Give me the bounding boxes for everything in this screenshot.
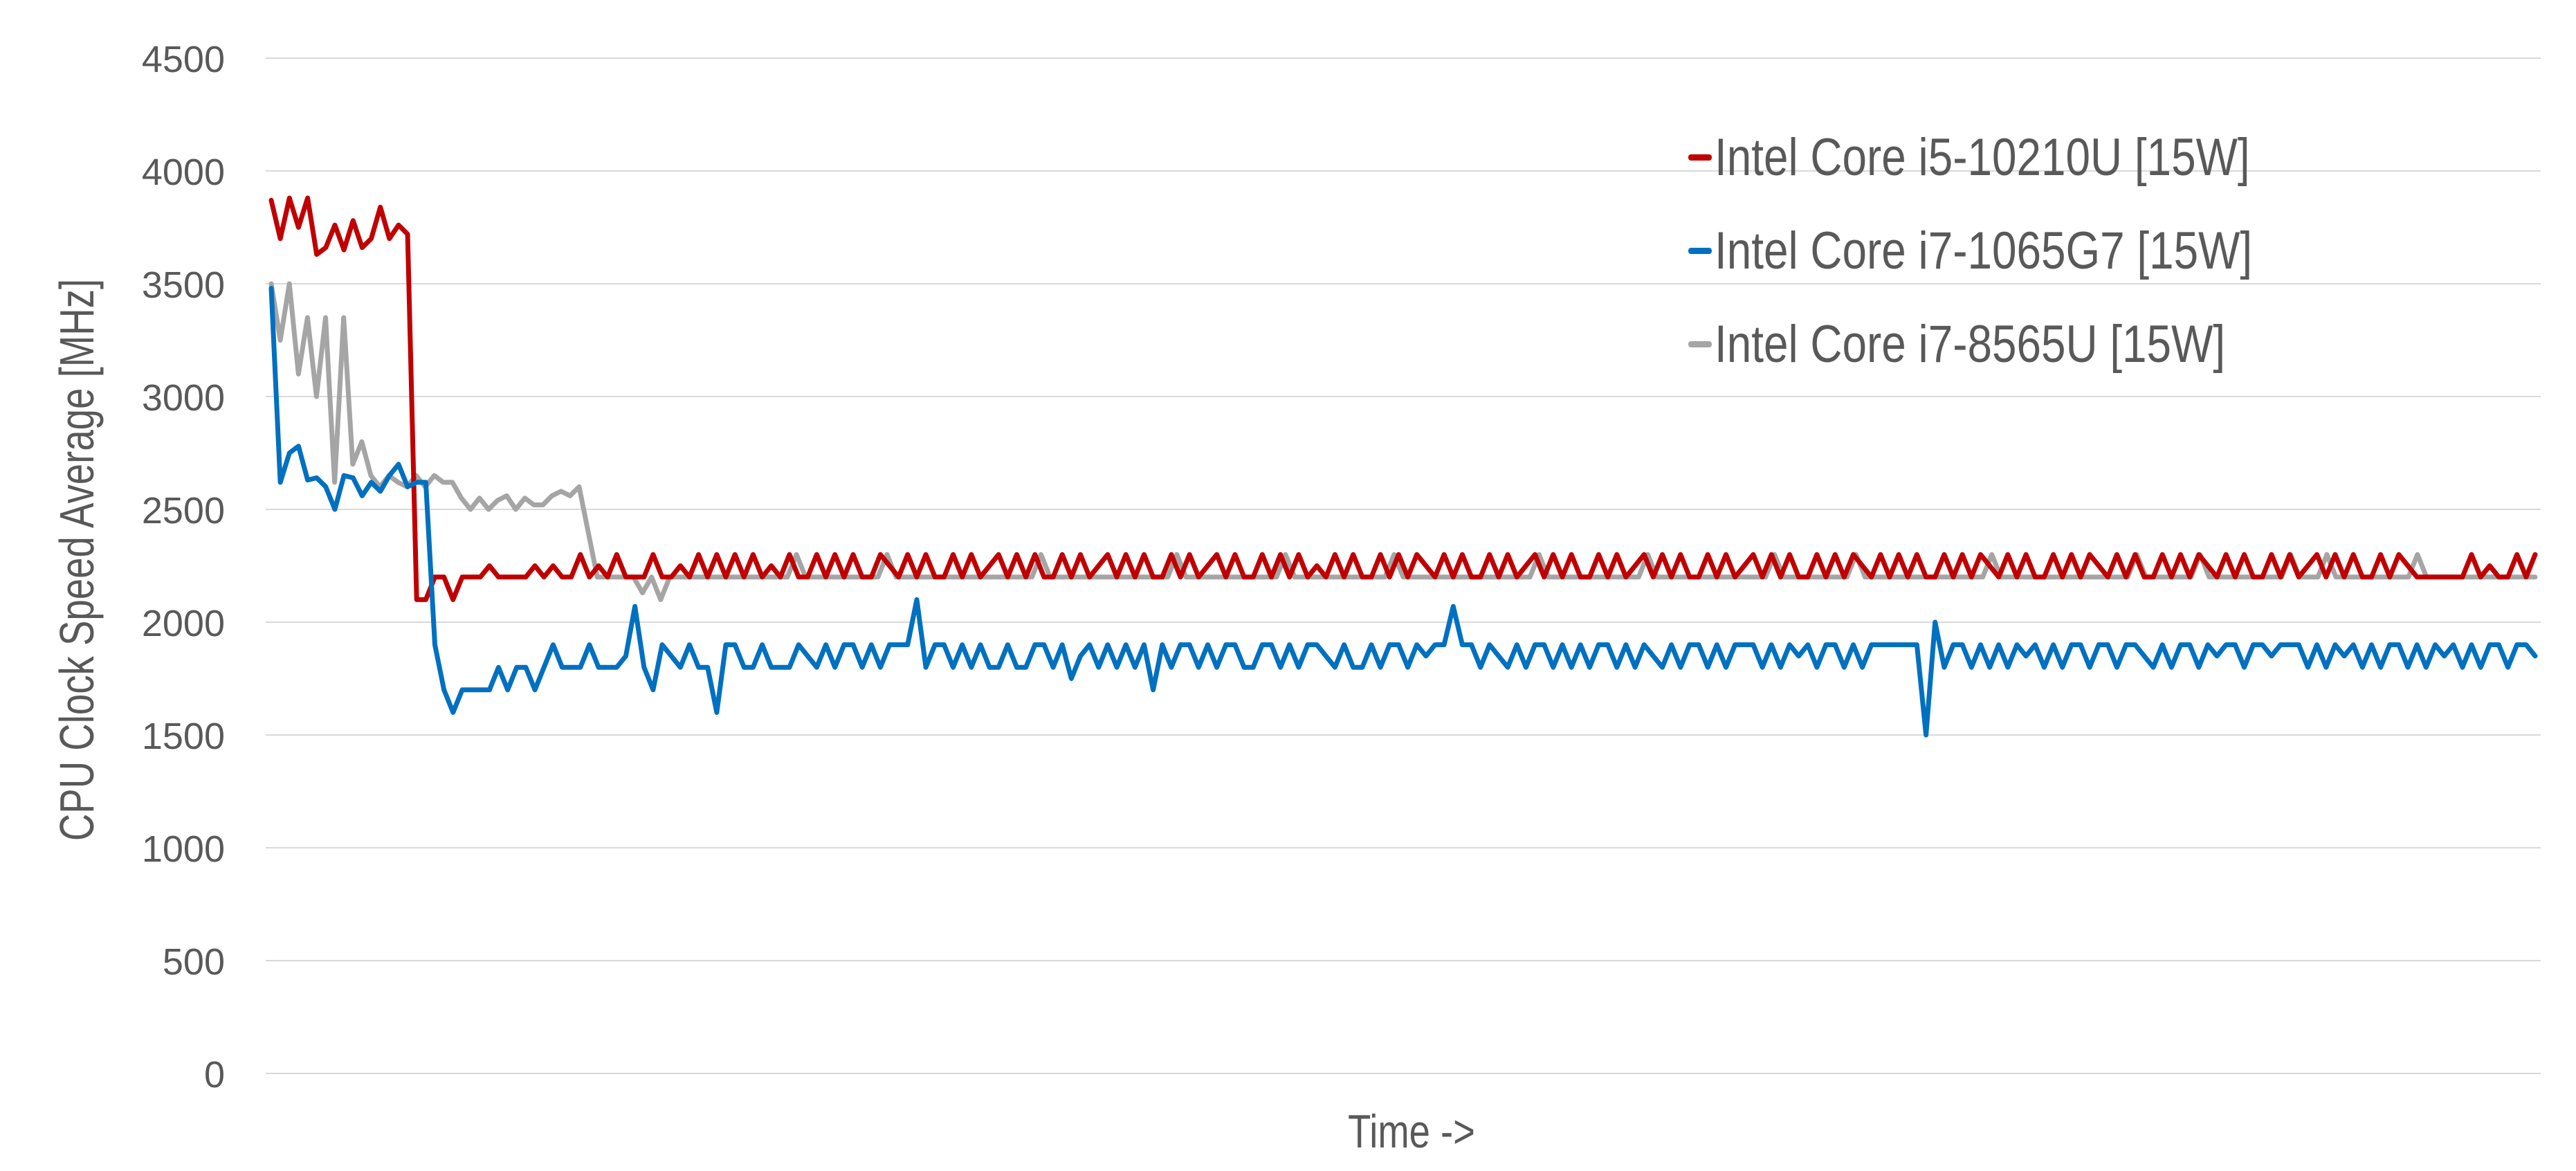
y-tick-label: 1500 [142,716,225,757]
y-tick-label: 3000 [142,377,225,419]
legend-item-i7-8565u: Intel Core i7-8565U [15W] [1688,298,2355,391]
y-tick-label: 0 [204,1054,225,1096]
y-tick-label: 1000 [142,828,225,870]
y-tick-label: 4000 [142,152,225,193]
y-axis-label: CPU Clock Speed Average [MHz] [50,278,104,842]
legend-item-i5-10210u: Intel Core i5-10210U [15W] [1688,111,2355,204]
legend-swatch [1688,154,1712,161]
series-line-0 [268,195,2538,602]
y-tick-label: 3500 [142,264,225,306]
legend-item-i7-1065g7: Intel Core i7-1065G7 [15W] [1688,204,2355,298]
x-axis-label: Time -> [1348,1105,1475,1158]
legend-label: Intel Core i7-8565U [15W] [1715,315,2226,374]
legend-swatch [1688,341,1712,347]
y-axis-ticks: 0 500 1000 1500 2000 2500 3000 3500 4000 4500 [142,39,225,1096]
gridlines [266,57,2541,1074]
legend-label: Intel Core i5-10210U [15W] [1715,128,2250,187]
legend-swatch [1688,248,1712,254]
legend-label: Intel Core i7-1065G7 [15W] [1715,221,2253,280]
series-line-2 [268,281,2538,602]
y-tick-label: 500 [163,941,225,983]
series-lines [268,195,2538,738]
legend: Intel Core i5-10210U [15W] Intel Core i7… [1688,111,2355,391]
y-tick-label: 2500 [142,490,225,532]
y-tick-label: 4500 [142,39,225,80]
series-line-1 [268,286,2538,738]
y-tick-label: 2000 [142,603,225,644]
